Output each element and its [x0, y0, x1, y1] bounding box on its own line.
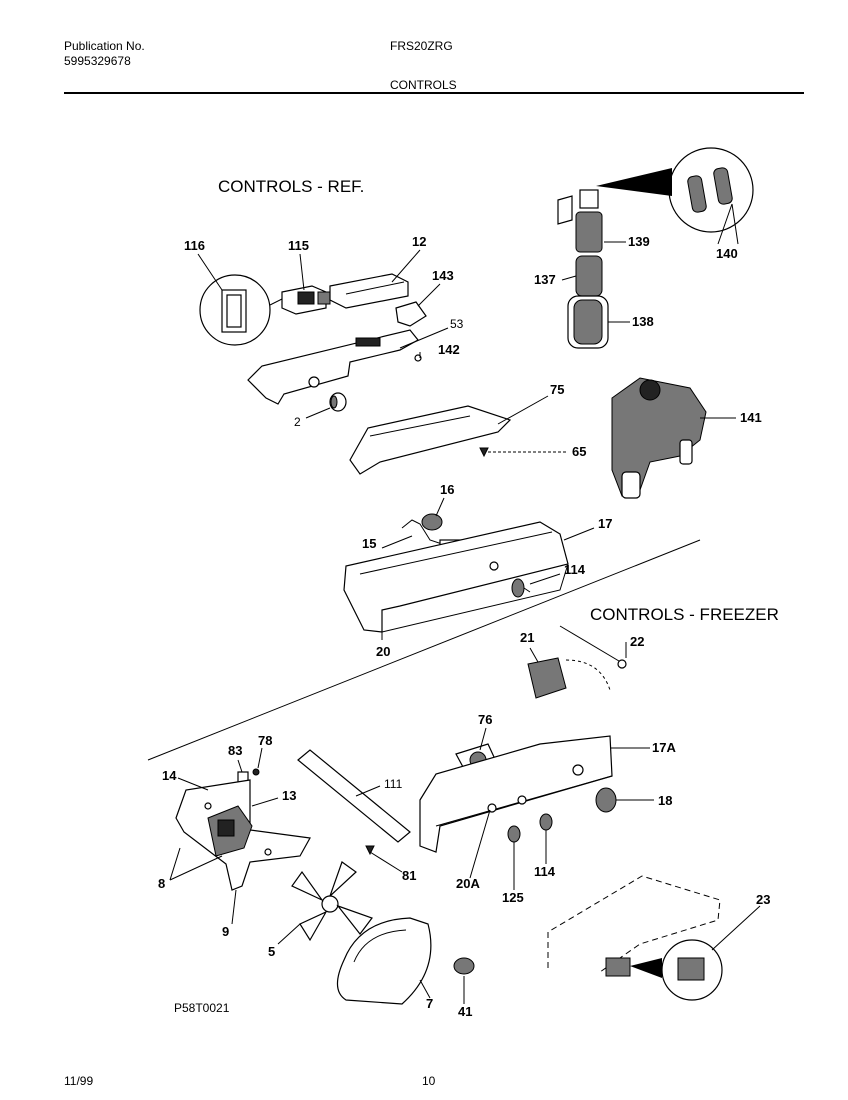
part-2-knob: [329, 392, 347, 412]
part-17a-freezer-housing: [419, 735, 613, 853]
label-137: 137: [534, 272, 556, 287]
part-5-fan-blade: [291, 861, 373, 942]
section-divider-line: [147, 539, 701, 761]
part-81-screw: [365, 845, 375, 856]
label-20a: 20A: [456, 876, 480, 891]
publication-label: Publication No.: [64, 39, 145, 53]
section-title-ref: CONTROLS - REF.: [218, 177, 364, 196]
footer-date: 11/99: [64, 1074, 94, 1088]
part-115-switch: [281, 285, 331, 315]
part-78-screw: [252, 768, 260, 776]
label-81: 81: [402, 868, 416, 883]
section-title-freezer: CONTROLS - FREEZER: [590, 605, 779, 624]
label-116: 116: [184, 238, 205, 253]
part-75-plate: [349, 405, 512, 475]
label-21: 21: [520, 630, 534, 645]
header-rule: [64, 92, 804, 94]
label-139: 139: [628, 234, 650, 249]
label-138: 138: [632, 314, 654, 329]
label-65: 65: [572, 444, 586, 459]
label-7: 7: [426, 996, 433, 1011]
drawing-code: P58T0021: [174, 1001, 230, 1015]
leader-lines: [169, 203, 761, 1004]
label-53: 53: [450, 317, 464, 331]
label-143: 143: [432, 268, 454, 283]
label-114-upper: 114: [564, 562, 586, 577]
label-78: 78: [258, 733, 272, 748]
part-22-rod: [559, 625, 627, 669]
part-16-lamp-socket: [421, 513, 443, 531]
label-9: 9: [222, 924, 229, 939]
part-13-fan-motor: [207, 805, 253, 857]
label-76: 76: [478, 712, 492, 727]
label-83: 83: [228, 743, 242, 758]
part-21-thermostat: [527, 657, 611, 699]
part-23-sensor-detail: [547, 875, 723, 1001]
part-114-knob-upper: [511, 578, 531, 598]
label-2: 2: [294, 415, 301, 429]
part-141-water-valve: [611, 377, 707, 499]
label-125: 125: [502, 890, 524, 905]
label-8: 8: [158, 876, 165, 891]
part-140-fittings-detail: [596, 147, 754, 233]
part-125-knob: [507, 825, 521, 843]
label-17a: 17A: [652, 740, 676, 755]
label-22: 22: [630, 634, 644, 649]
publication-number: 5995329678: [64, 54, 131, 68]
label-140: 140: [716, 246, 738, 261]
label-12: 12: [412, 234, 426, 249]
label-13: 13: [282, 788, 296, 803]
part-116-frame-detail: [199, 274, 291, 346]
part-12-housing: [329, 273, 409, 309]
part-139-filter-head: [557, 189, 603, 253]
label-23: 23: [756, 892, 770, 907]
part-65-screw: [479, 447, 489, 458]
label-75: 75: [550, 382, 564, 397]
model-number: FRS20ZRG: [390, 39, 453, 53]
part-41-grommet: [453, 957, 475, 975]
part-143-clip: [395, 301, 427, 327]
label-111: 111: [384, 777, 403, 791]
part-7-fan-shroud: [336, 917, 432, 1005]
part-138-filter-housing: [567, 295, 609, 349]
label-20: 20: [376, 644, 390, 659]
part-111-strip: [297, 749, 411, 843]
label-18: 18: [658, 793, 672, 808]
page-number: 10: [422, 1074, 436, 1088]
label-15: 15: [362, 536, 376, 551]
page-section-title: CONTROLS: [390, 78, 457, 92]
label-115: 115: [288, 238, 309, 253]
label-142: 142: [438, 342, 460, 357]
part-137-filter-element: [575, 255, 603, 297]
label-14: 14: [162, 768, 177, 783]
label-5: 5: [268, 944, 275, 959]
part-18-knob: [595, 787, 617, 813]
label-114-lower: 114: [534, 864, 556, 879]
part-53-bracket: [247, 329, 419, 405]
part-17-control-housing: [343, 521, 569, 633]
part-114-knob-lower: [539, 813, 553, 831]
label-141: 141: [740, 410, 762, 425]
label-17: 17: [598, 516, 612, 531]
label-41: 41: [458, 1004, 472, 1019]
label-16: 16: [440, 482, 454, 497]
